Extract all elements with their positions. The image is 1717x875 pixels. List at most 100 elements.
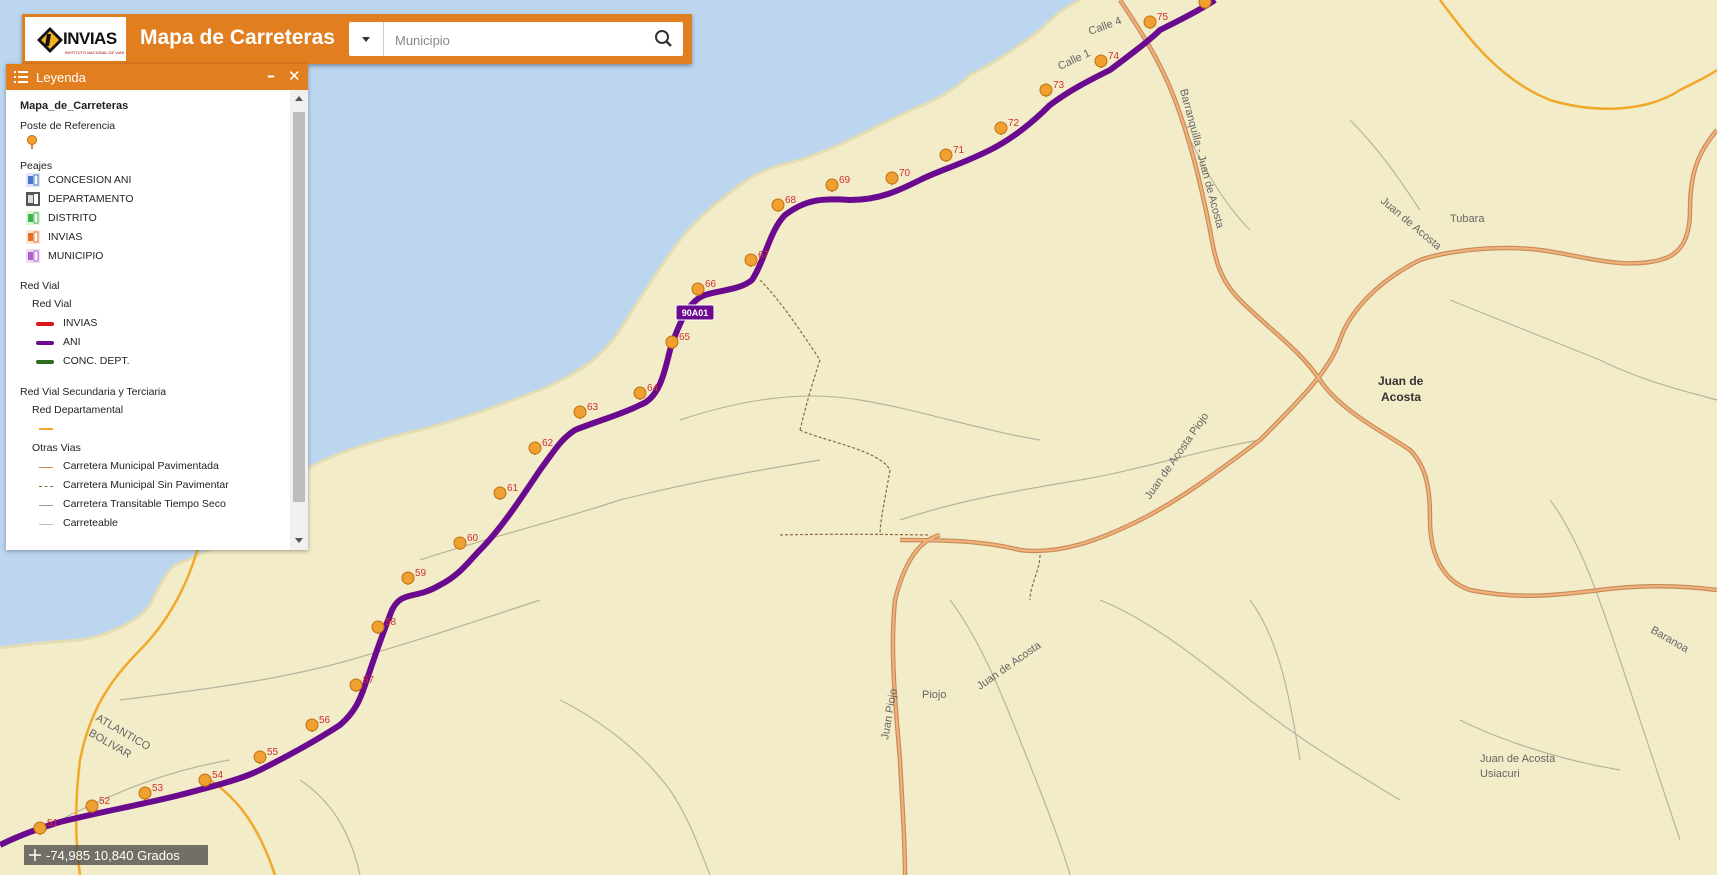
km-marker-63[interactable]: 63 xyxy=(573,402,599,419)
marker-pin-icon xyxy=(885,171,899,185)
marker-pin-icon xyxy=(771,198,785,212)
km-marker-59[interactable]: 59 xyxy=(401,568,427,585)
km-label: 51 xyxy=(47,818,59,829)
km-marker-56[interactable]: 56 xyxy=(305,715,331,732)
app-header: INVIAS INSTITUTO NACIONAL DE VIAS Mapa d… xyxy=(22,14,692,64)
scroll-up-icon[interactable] xyxy=(295,96,303,101)
legend-red-departamental: Red Departamental xyxy=(32,404,124,416)
km-marker-73[interactable]: 73 xyxy=(1039,80,1065,97)
svg-text:Juan de Acosta: Juan de Acosta xyxy=(1480,753,1556,765)
km-marker-61[interactable]: 61 xyxy=(493,483,519,500)
km-marker-55[interactable]: 55 xyxy=(253,747,279,764)
km-label: 63 xyxy=(587,402,599,413)
marker-pin-icon xyxy=(1143,15,1157,29)
crosshair-icon[interactable] xyxy=(29,849,41,861)
km-marker-58[interactable]: 58 xyxy=(371,617,397,634)
legend-peajes-title: Peajes xyxy=(20,160,53,172)
km-marker-65[interactable]: 65 xyxy=(665,332,691,349)
km-label: 76 xyxy=(1212,0,1224,3)
otra-via-swatch xyxy=(39,505,53,506)
legend-poste-label: Poste de Referencia xyxy=(20,120,116,132)
scroll-thumb[interactable] xyxy=(293,112,305,502)
red-vial-label: CONC. DEPT. xyxy=(63,355,130,367)
chevron-down-icon xyxy=(362,37,370,42)
otra-via-label: Carretera Transitable Tiempo Seco xyxy=(63,498,226,510)
km-label: 74 xyxy=(1108,51,1120,62)
km-marker-60[interactable]: 60 xyxy=(453,533,479,550)
marker-pin-icon xyxy=(825,178,839,192)
km-label: 61 xyxy=(507,483,519,494)
km-label: 72 xyxy=(1008,118,1020,129)
otra-via-swatch xyxy=(39,467,53,468)
km-marker-76[interactable]: 76 xyxy=(1198,0,1224,9)
km-marker-72[interactable]: 72 xyxy=(994,118,1020,135)
km-marker-51[interactable]: 51 xyxy=(33,818,59,835)
km-marker-67[interactable]: 67 xyxy=(744,250,770,267)
peaje-departamento-icon xyxy=(26,192,40,206)
place-juan-de-acosta: Juan de xyxy=(1378,374,1424,388)
minimize-button[interactable]: – xyxy=(267,66,275,85)
marker-pin-icon xyxy=(665,335,679,349)
km-label: 75 xyxy=(1157,12,1169,23)
marker-pin-icon xyxy=(1039,83,1053,97)
km-label: 62 xyxy=(542,438,554,449)
peaje-label: CONCESION ANI xyxy=(48,174,132,186)
peaje-label: DISTRITO xyxy=(48,212,97,224)
peaje-municipio-icon xyxy=(26,249,40,263)
svg-text:Piojo: Piojo xyxy=(922,689,946,701)
legend-scrollbar[interactable] xyxy=(290,90,308,550)
marker-pin-icon xyxy=(1198,0,1212,9)
coordinate-text: -74,985 10,840 Grados xyxy=(46,848,180,863)
search-input[interactable] xyxy=(393,28,637,52)
marker-pin-icon xyxy=(573,405,587,419)
km-marker-57[interactable]: 57 xyxy=(349,675,375,692)
km-marker-64[interactable]: 64 xyxy=(633,383,659,400)
km-marker-71[interactable]: 71 xyxy=(939,145,965,162)
legend-red-vial-title: Red Vial xyxy=(20,280,60,292)
search-scope-dropdown[interactable] xyxy=(349,22,384,56)
search-button[interactable] xyxy=(645,22,683,56)
km-marker-53[interactable]: 53 xyxy=(138,783,164,800)
marker-pin-icon xyxy=(85,799,99,813)
marker-pin-icon xyxy=(744,253,758,267)
marker-pin-icon xyxy=(253,750,267,764)
scroll-down-icon[interactable] xyxy=(295,538,303,543)
marker-pin-icon xyxy=(349,678,363,692)
km-marker-69[interactable]: 69 xyxy=(825,175,851,192)
legend-otras-vias: Otras Vias xyxy=(32,442,81,454)
km-label: 69 xyxy=(839,175,851,186)
km-marker-75[interactable]: 75 xyxy=(1143,12,1169,29)
peaje-label: MUNICIPIO xyxy=(48,250,104,262)
legend-layer-title: Mapa_de_Carreteras xyxy=(20,100,129,112)
km-marker-62[interactable]: 62 xyxy=(528,438,554,455)
otra-via-label: Carretera Municipal Pavimentada xyxy=(63,460,219,472)
app-title: Mapa de Carreteras xyxy=(140,26,335,49)
marker-pin-icon xyxy=(493,486,507,500)
peaje-label: INVIAS xyxy=(48,231,83,243)
km-label: 66 xyxy=(705,279,717,290)
km-label: 64 xyxy=(647,383,659,394)
red-vial-label: ANI xyxy=(63,336,81,348)
km-marker-54[interactable]: 54 xyxy=(198,770,224,787)
red-departamental-swatch xyxy=(39,428,53,430)
invias-logo[interactable]: INVIAS INSTITUTO NACIONAL DE VIAS xyxy=(25,17,126,61)
route-90A01 xyxy=(0,0,1217,848)
km-marker-70[interactable]: 70 xyxy=(885,168,911,185)
peaje-label: DEPARTAMENTO xyxy=(48,193,134,205)
km-marker-74[interactable]: 74 xyxy=(1094,51,1120,68)
km-marker-68[interactable]: 68 xyxy=(771,195,797,212)
route-shield: 90A01 xyxy=(682,308,709,318)
svg-text:Usiacuri: Usiacuri xyxy=(1480,768,1520,780)
km-label: 59 xyxy=(415,568,427,579)
red-vial-conc-swatch xyxy=(36,360,54,364)
km-marker-52[interactable]: 52 xyxy=(85,796,111,813)
peaje-distrito-icon xyxy=(26,211,40,225)
legend-header: Leyenda – ✕ xyxy=(6,64,308,90)
close-button[interactable]: ✕ xyxy=(288,67,301,85)
km-marker-66[interactable]: 66 xyxy=(691,279,717,296)
peaje-invias-icon xyxy=(26,230,40,244)
otra-via-label: Carreteable xyxy=(63,517,118,529)
poste-marker-icon xyxy=(27,135,37,149)
marker-pin-icon xyxy=(528,441,542,455)
legend-panel: Leyenda – ✕ Mapa_de_Carreteras Poste de … xyxy=(6,64,308,550)
